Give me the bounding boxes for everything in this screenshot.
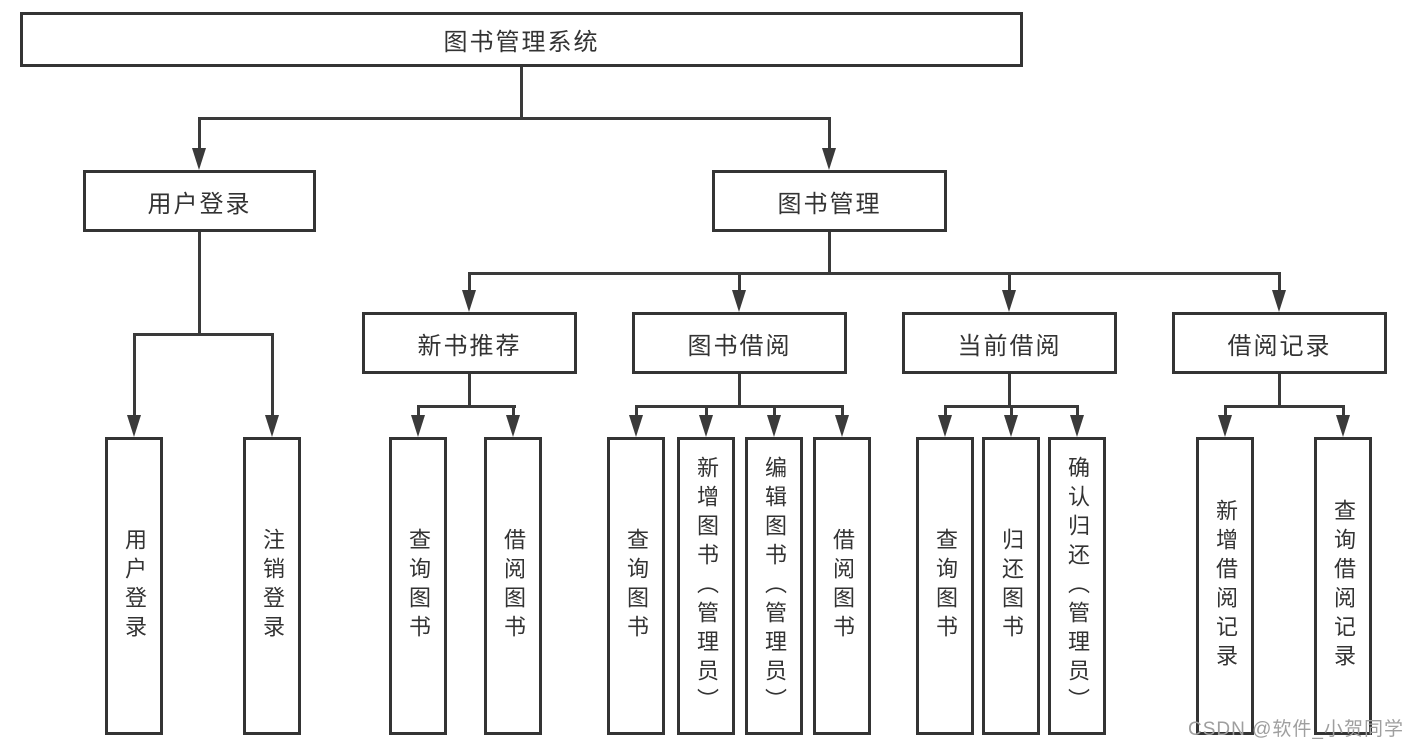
connector <box>1278 272 1281 292</box>
connector <box>828 232 831 274</box>
connector <box>773 405 776 417</box>
leaf-label: 归还图书 <box>999 528 1024 644</box>
connector <box>512 405 515 417</box>
leaf-logout: 注销登录 <box>243 437 301 735</box>
leaf-query-borrow-record: 查询借阅记录 <box>1314 437 1372 735</box>
connector <box>841 405 844 417</box>
node-current-borrow: 当前借阅 <box>902 312 1117 374</box>
connector <box>738 272 741 292</box>
arrowhead <box>411 415 425 437</box>
connector <box>1342 405 1345 417</box>
leaf-label: 确认归还（管理员） <box>1065 455 1090 717</box>
arrowhead <box>629 415 643 437</box>
connector <box>271 333 274 415</box>
connector <box>198 117 201 152</box>
connector <box>468 272 1281 275</box>
arrowhead <box>506 415 520 437</box>
node-label: 图书管理 <box>777 190 882 218</box>
leaf-add-borrow-record: 新增借阅记录 <box>1196 437 1254 735</box>
connector <box>468 272 471 292</box>
connector <box>705 405 708 417</box>
node-book-management: 图书管理 <box>712 170 947 232</box>
leaf-label: 用户登录 <box>122 528 147 644</box>
arrowhead <box>1070 415 1084 437</box>
arrowhead <box>127 415 141 437</box>
arrowhead <box>732 290 746 312</box>
leaf-label: 新增借阅记录 <box>1213 499 1238 673</box>
connector <box>738 374 741 407</box>
arrowhead <box>1004 415 1018 437</box>
arrowhead <box>835 415 849 437</box>
arrowhead <box>1218 415 1232 437</box>
connector <box>1008 272 1011 292</box>
connector <box>198 232 201 335</box>
leaf-label: 查询图书 <box>933 528 958 644</box>
leaf-label: 借阅图书 <box>501 528 526 644</box>
leaf-label: 借阅图书 <box>830 528 855 644</box>
leaf-user-login: 用户登录 <box>105 437 163 735</box>
connector <box>1278 374 1281 407</box>
leaf-label: 新增图书（管理员） <box>694 455 719 717</box>
connector <box>828 117 831 152</box>
node-borrow-records: 借阅记录 <box>1172 312 1387 374</box>
leaf-query-books-recommend: 查询图书 <box>389 437 447 735</box>
connector <box>468 374 471 407</box>
node-library-system: 图书管理系统 <box>20 12 1023 67</box>
node-book-borrow: 图书借阅 <box>632 312 847 374</box>
leaf-query-books-borrow: 查询图书 <box>607 437 665 735</box>
arrowhead <box>822 148 836 170</box>
leaf-borrow-books-recommend: 借阅图书 <box>484 437 542 735</box>
connector <box>1008 374 1011 407</box>
leaf-label: 注销登录 <box>260 528 285 644</box>
leaf-label: 查询借阅记录 <box>1331 499 1356 673</box>
node-label: 当前借阅 <box>957 332 1062 360</box>
node-label: 新书推荐 <box>417 332 522 360</box>
leaf-borrow-books: 借阅图书 <box>813 437 871 735</box>
connector <box>944 405 947 417</box>
connector <box>1224 405 1345 408</box>
arrowhead <box>462 290 476 312</box>
leaf-label: 查询图书 <box>624 528 649 644</box>
connector <box>417 405 420 417</box>
leaf-edit-books-admin: 编辑图书（管理员） <box>745 437 803 735</box>
watermark: CSDN @软件_小贺同学 <box>1188 719 1404 740</box>
node-user-login: 用户登录 <box>83 170 316 232</box>
arrowhead <box>938 415 952 437</box>
node-new-book-recommend: 新书推荐 <box>362 312 577 374</box>
connector <box>133 333 274 336</box>
arrowhead <box>1336 415 1350 437</box>
node-label: 借阅记录 <box>1227 332 1332 360</box>
arrowhead <box>1272 290 1286 312</box>
leaf-confirm-return-admin: 确认归还（管理员） <box>1048 437 1106 735</box>
leaf-label: 查询图书 <box>406 528 431 644</box>
connector <box>635 405 638 417</box>
leaf-query-books-current: 查询图书 <box>916 437 974 735</box>
node-label: 图书管理系统 <box>443 29 600 56</box>
leaf-return-books: 归还图书 <box>982 437 1040 735</box>
leaf-label: 编辑图书（管理员） <box>762 455 787 717</box>
arrowhead <box>192 148 206 170</box>
node-label: 用户登录 <box>147 190 252 218</box>
connector <box>133 333 136 415</box>
connector <box>417 405 516 408</box>
leaf-add-books-admin: 新增图书（管理员） <box>677 437 735 735</box>
arrowhead <box>767 415 781 437</box>
connector <box>1224 405 1227 417</box>
connector <box>635 405 844 408</box>
node-label: 图书借阅 <box>687 332 792 360</box>
arrowhead <box>699 415 713 437</box>
connector <box>520 67 523 119</box>
arrowhead <box>265 415 279 437</box>
connector <box>198 117 831 120</box>
connector <box>1076 405 1079 417</box>
arrowhead <box>1002 290 1016 312</box>
connector <box>1010 405 1013 417</box>
